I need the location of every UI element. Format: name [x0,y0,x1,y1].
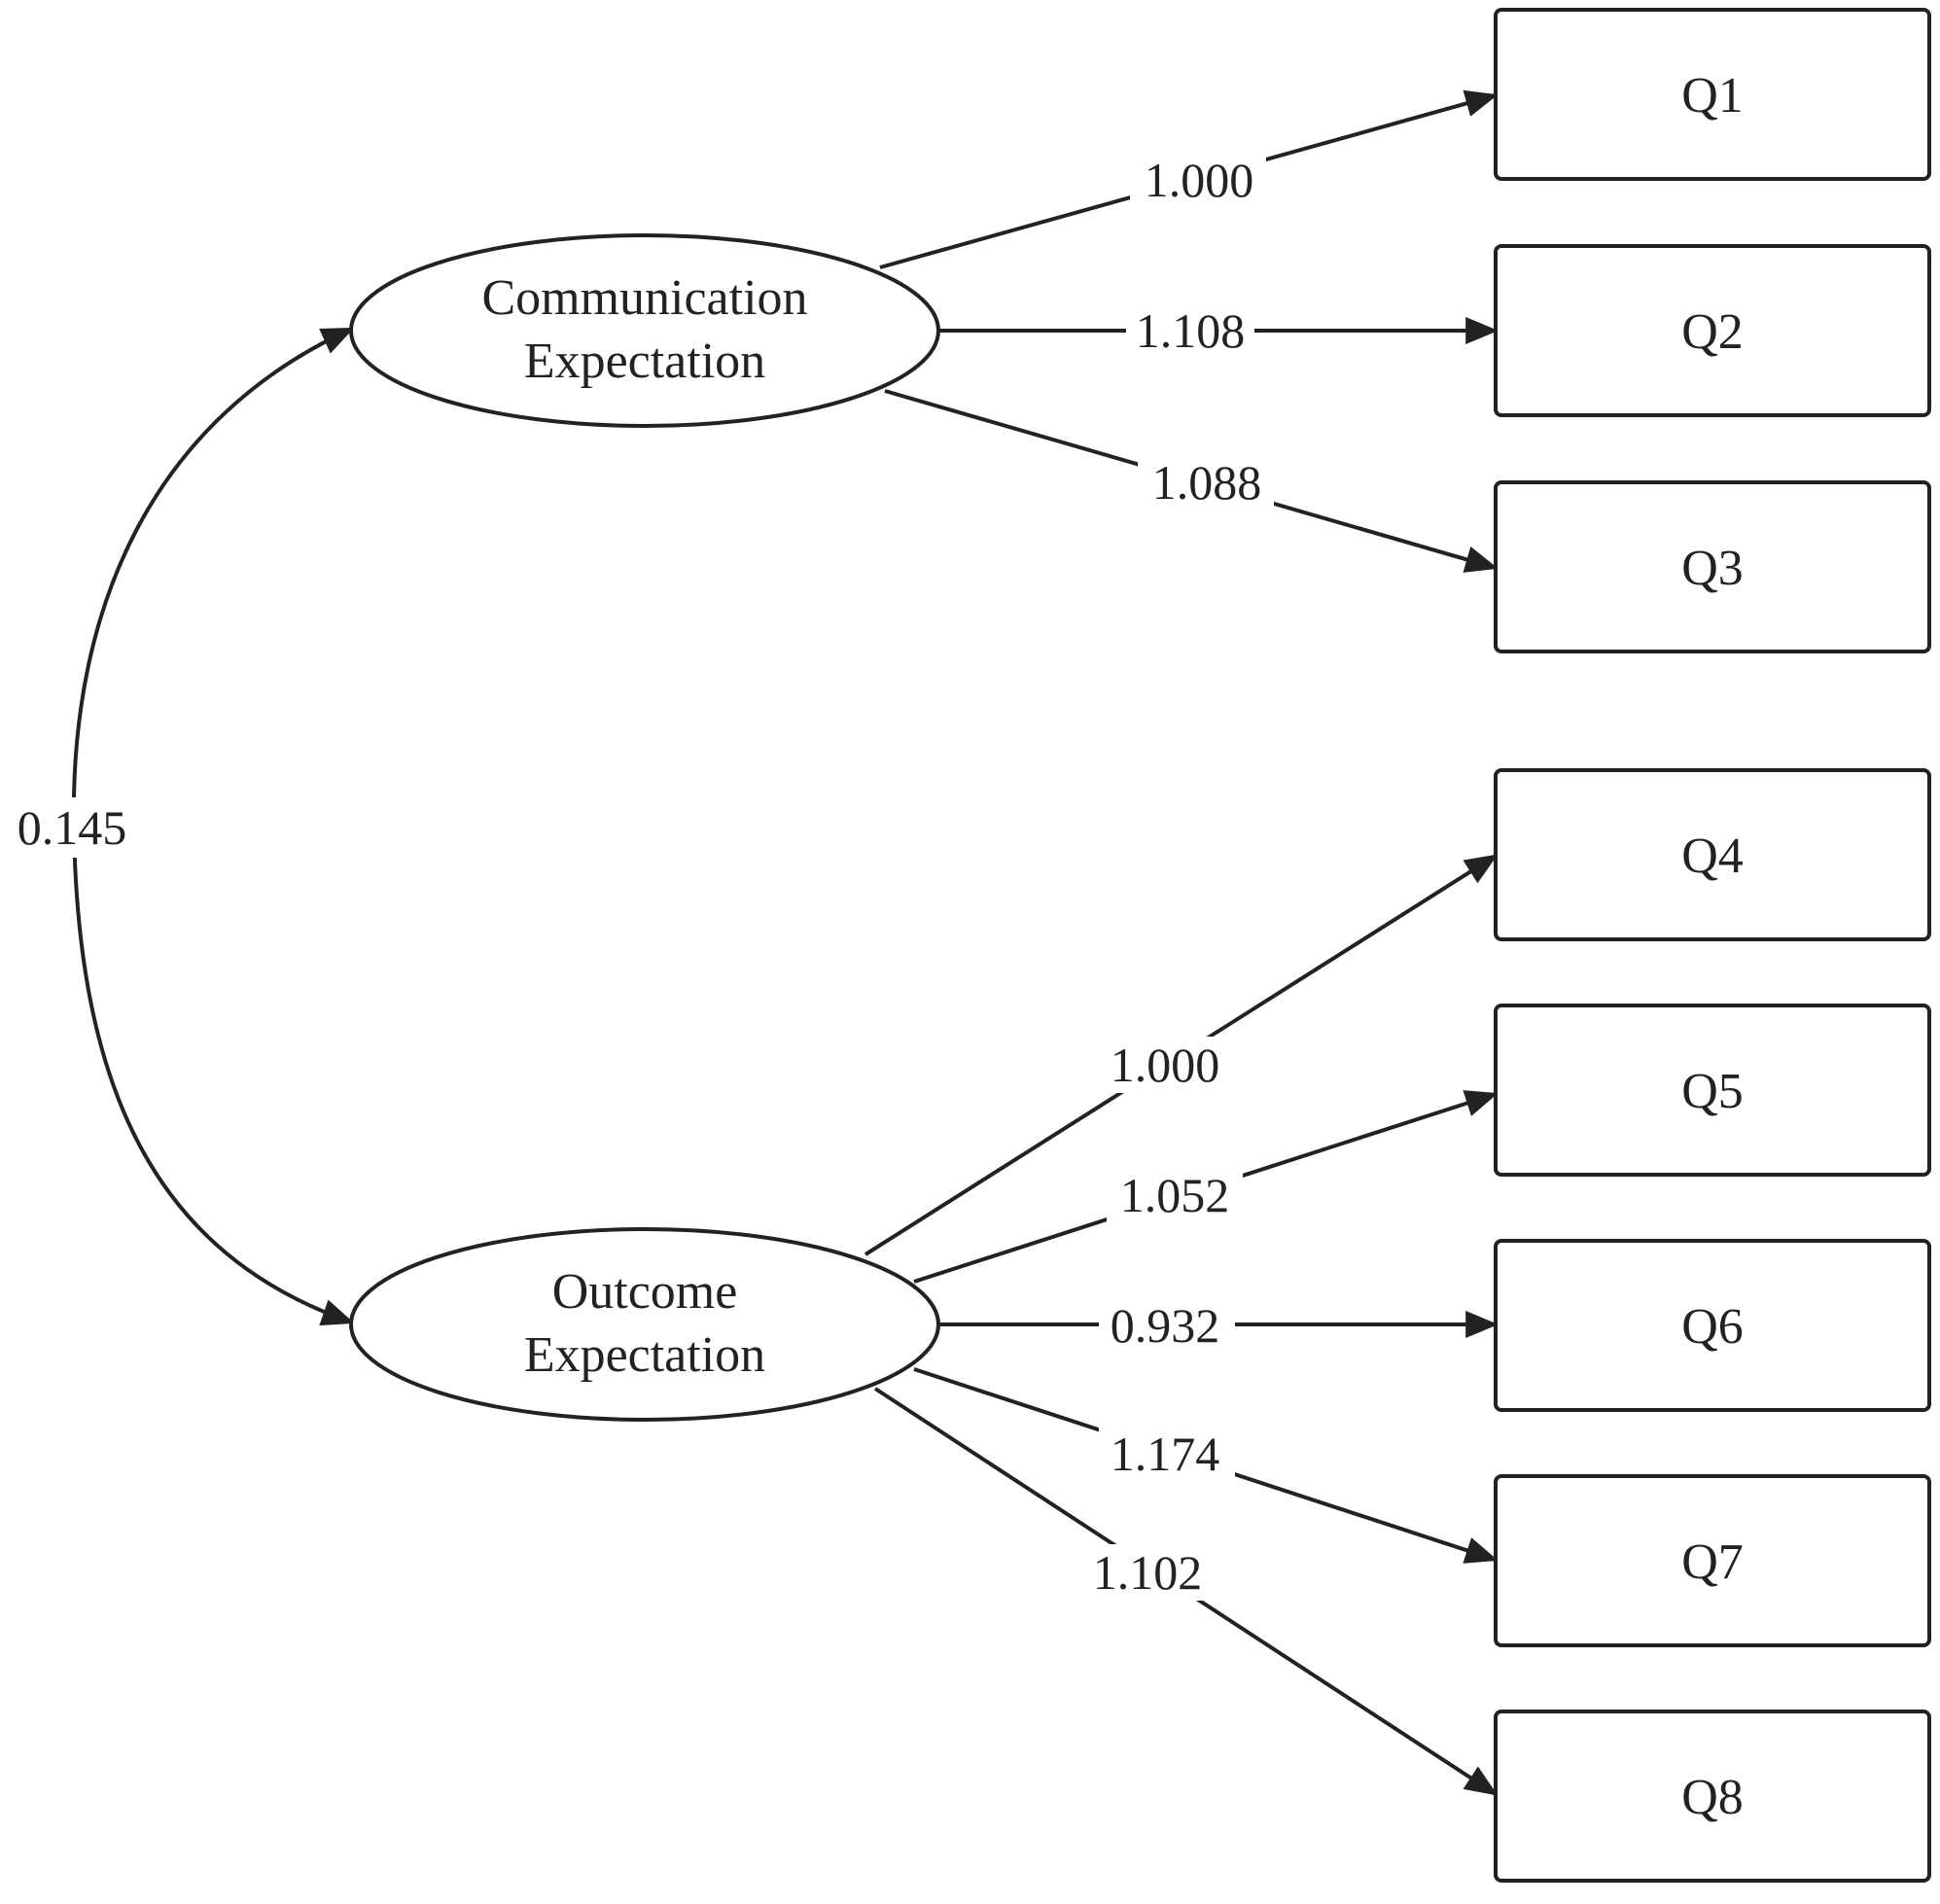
loading-edge-q4: 1.000 [864,854,1499,1256]
loading-label-q8: 1.102 [1093,1545,1203,1600]
observed-label: Q2 [1681,304,1744,360]
latent-label-line1: Outcome [552,1264,738,1320]
latent-label-line1: Communication [481,270,807,326]
latent-label-line2: Expectation [524,1327,765,1383]
observed-q7: Q7 [1494,1474,1931,1647]
covariance-path: 0.145 [10,327,355,1326]
loading-edge-q1: 1.000 [879,89,1499,269]
observed-q6: Q6 [1494,1239,1931,1412]
observed-q3: Q3 [1494,480,1931,653]
observed-q4: Q4 [1494,768,1931,941]
loading-edge-q5: 1.052 [913,1090,1499,1284]
loading-label-q7: 1.174 [1111,1427,1220,1481]
observed-label: Q6 [1681,1299,1744,1355]
observed-label: Q8 [1681,1770,1744,1825]
loading-label-q4: 1.000 [1111,1038,1220,1092]
loading-edge-q2: 1.108 [938,303,1499,358]
loading-edge-q7: 1.174 [913,1367,1499,1564]
loading-label-q1: 1.000 [1145,153,1254,207]
loading-edge-q8: 1.102 [873,1387,1499,1796]
observed-q2: Q2 [1494,244,1931,417]
loading-edge-q6: 0.932 [938,1297,1499,1354]
observed-label: Q1 [1681,68,1744,123]
covariance-label: 0.145 [18,800,127,855]
observed-q8: Q8 [1494,1710,1931,1883]
latent-label-line2: Expectation [524,334,765,389]
loading-label-q6: 0.932 [1111,1298,1220,1353]
observed-q5: Q5 [1494,1004,1931,1177]
observed-q1: Q1 [1494,8,1931,181]
observed-label: Q7 [1681,1534,1744,1590]
loading-label-q3: 1.088 [1152,455,1262,510]
loading-label-q2: 1.108 [1136,303,1246,358]
latent-outcome-expectation: Outcome Expectation [349,1227,940,1422]
observed-label: Q3 [1681,541,1744,596]
latent-communication-expectation: Communication Expectation [349,233,940,428]
loading-edge-q3: 1.088 [884,389,1499,573]
observed-label: Q4 [1681,829,1744,884]
observed-label: Q5 [1681,1064,1744,1119]
loading-label-q5: 1.052 [1120,1168,1230,1222]
